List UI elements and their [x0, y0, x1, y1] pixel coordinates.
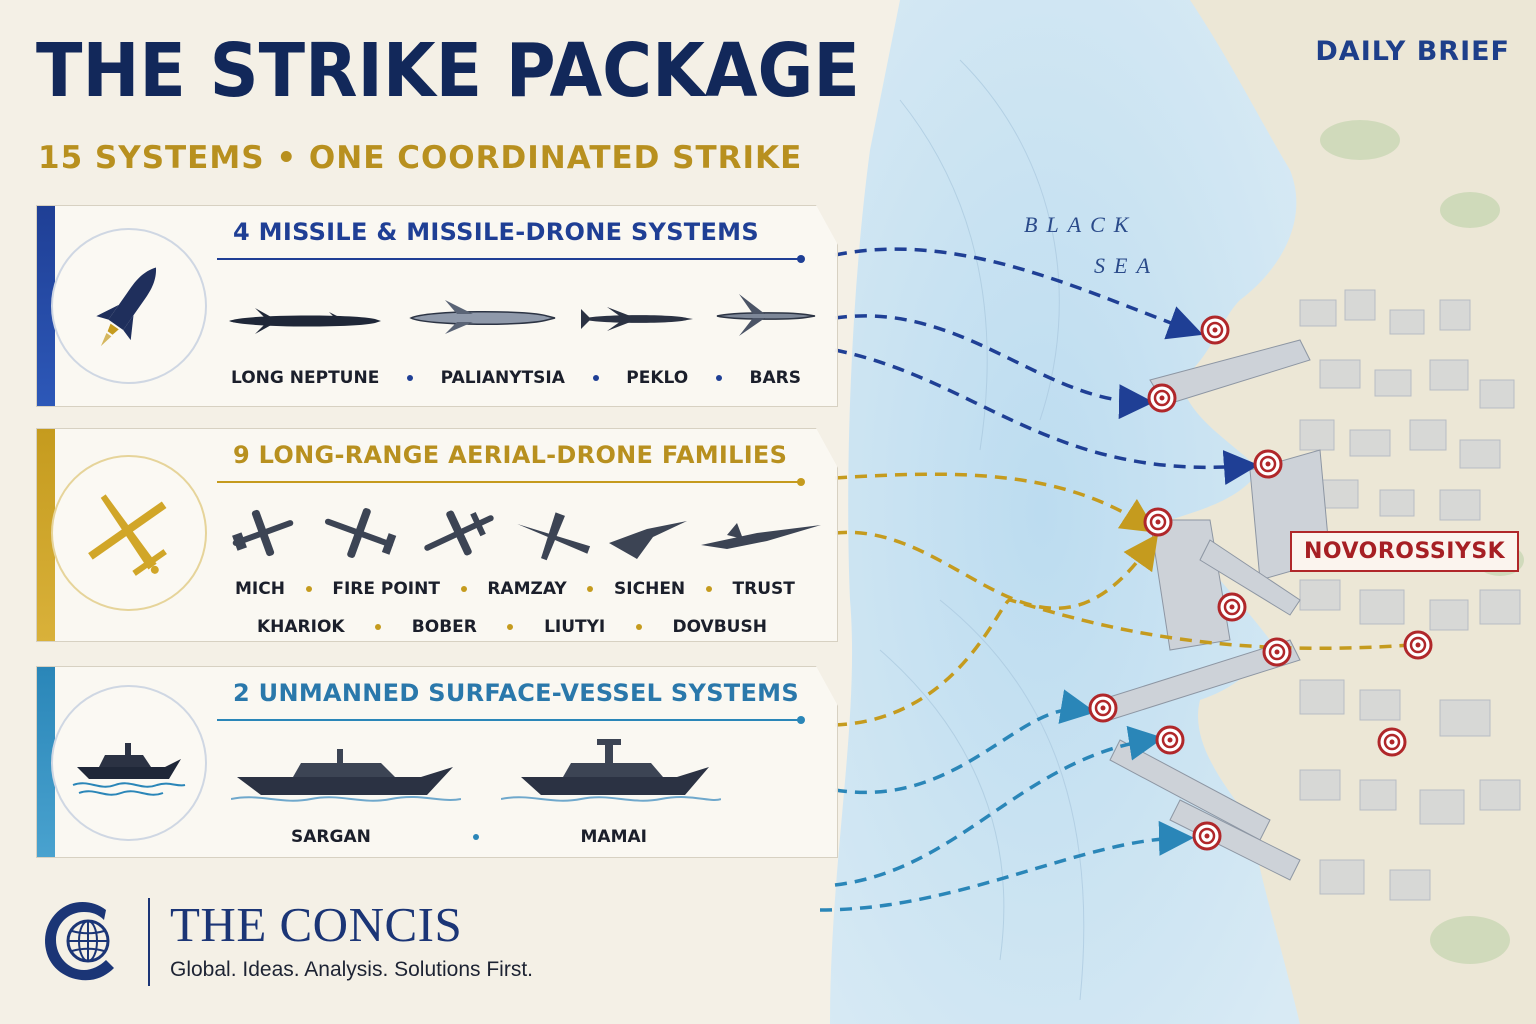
vessel-icon-circle: [51, 685, 207, 841]
daily-brief-badge: DAILY BRIEF: [1315, 36, 1510, 67]
drone-name: SICHEN: [614, 579, 686, 599]
palianytsia-icon: [409, 300, 556, 334]
separator-dot: [407, 375, 413, 381]
missile-path-2: [834, 314, 1154, 420]
separator-dot: [507, 624, 514, 630]
vessel-heading-rule: [217, 716, 805, 724]
vessel-heading: 2 UNMANNED SURFACE-VESSEL SYSTEMS: [233, 679, 799, 707]
missile-heading: 4 MISSILE & MISSILE-DRONE SYSTEMS: [233, 218, 759, 246]
missile-icon: [96, 267, 156, 347]
long-neptune-icon: [229, 308, 381, 334]
drone-name: KHARIOK: [257, 617, 345, 637]
missile-heading-rule: [217, 255, 805, 263]
separator-dot: [375, 624, 382, 630]
separator-dot: [705, 586, 712, 592]
page-title: THE STRIKE PACKAGE: [36, 28, 860, 114]
drone-names-row-1: MICH FIRE POINT RAMZAY SICHEN TRUST: [235, 579, 795, 599]
separator-dot: [472, 834, 479, 840]
vessel-name: SARGAN: [291, 827, 371, 847]
drone-path-2: [834, 530, 1159, 611]
drone-name: FIRE POINT: [332, 579, 440, 599]
missile-names-row: LONG NEPTUNE PALIANYTSIA PEKLO BARS: [231, 368, 801, 388]
separator-dot: [587, 586, 594, 592]
vessel-names-row: SARGAN MAMAI: [291, 827, 647, 847]
mamai-vessel-icon: [501, 739, 721, 802]
missile-name: LONG NEPTUNE: [231, 368, 380, 388]
drone-name: MICH: [235, 579, 285, 599]
missile-systems-panel: 4 MISSILE & MISSILE-DRONE SYSTEMS LONG N…: [36, 205, 838, 407]
missile-path-3: [834, 348, 1259, 485]
separator-dot: [460, 586, 467, 592]
missile-name: BARS: [749, 368, 801, 388]
separator-dot: [635, 624, 642, 630]
vessel-path-2: [834, 725, 1164, 887]
drone-names-row-2: KHARIOK BOBER LIUTYI DOVBUSH: [257, 617, 767, 637]
drone-path-1: [834, 472, 1157, 533]
peklo-icon: [581, 307, 693, 331]
panel-accent-band: [37, 667, 55, 857]
brand-divider: [148, 898, 150, 986]
drone-icon-circle: [51, 455, 207, 611]
vessel-path-1: [834, 689, 1096, 794]
brand-tagline: Global. Ideas. Analysis. Solutions First…: [170, 958, 533, 981]
sea-area: [830, 0, 1300, 1024]
vessel-name: MAMAI: [580, 827, 647, 847]
separator-dot: [305, 586, 312, 592]
drone-path-3: [834, 598, 1411, 727]
kharyok-drone-icon: [701, 523, 821, 549]
page-subtitle: 15 SYSTEMS • ONE COORDINATED STRIKE: [38, 140, 803, 176]
drone-name: RAMZAY: [487, 579, 567, 599]
sea-label-sea: SEA: [1094, 253, 1159, 278]
sea-label-black: BLACK: [1024, 212, 1138, 237]
drone-icon: [88, 494, 167, 576]
city-label: NOVOROSSIYSK: [1290, 531, 1520, 572]
sargan-vessel-icon: [231, 749, 461, 802]
drone-heading: 9 LONG-RANGE AERIAL-DRONE FAMILIES: [233, 441, 788, 469]
the-concis-logo-icon: [45, 902, 114, 981]
missile-icon-circle: [51, 228, 207, 384]
vessel-icon: [72, 743, 186, 796]
bars-icon: [716, 294, 816, 336]
ramzay-drone-icon: [424, 510, 494, 556]
fire-point-drone-icon: [324, 508, 397, 558]
drone-name: BOBER: [411, 617, 477, 637]
missile-name: PEKLO: [626, 368, 689, 388]
missile-path-1: [834, 247, 1204, 340]
mich-drone-icon: [232, 509, 294, 557]
vessel-path-3: [819, 820, 1194, 912]
target-markers: [1088, 315, 1433, 851]
surface-vessel-panel: 2 UNMANNED SURFACE-VESSEL SYSTEMS SARGAN…: [36, 666, 838, 858]
drone-families-panel: 9 LONG-RANGE AERIAL-DRONE FAMILIES MICH …: [36, 428, 838, 642]
panel-accent-band: [37, 429, 55, 641]
panel-accent-band: [37, 206, 55, 406]
trust-drone-icon: [609, 521, 687, 559]
drone-name: TRUST: [732, 579, 795, 599]
drone-name: LIUTYI: [544, 617, 606, 637]
drone-name: DOVBUSH: [672, 617, 767, 637]
missile-name: PALIANYTSIA: [440, 368, 565, 388]
drone-heading-rule: [217, 478, 805, 486]
brand-name: THE CONCIS: [170, 897, 463, 952]
sichen-drone-icon: [517, 512, 591, 561]
separator-dot: [715, 375, 722, 381]
separator-dot: [592, 375, 599, 381]
